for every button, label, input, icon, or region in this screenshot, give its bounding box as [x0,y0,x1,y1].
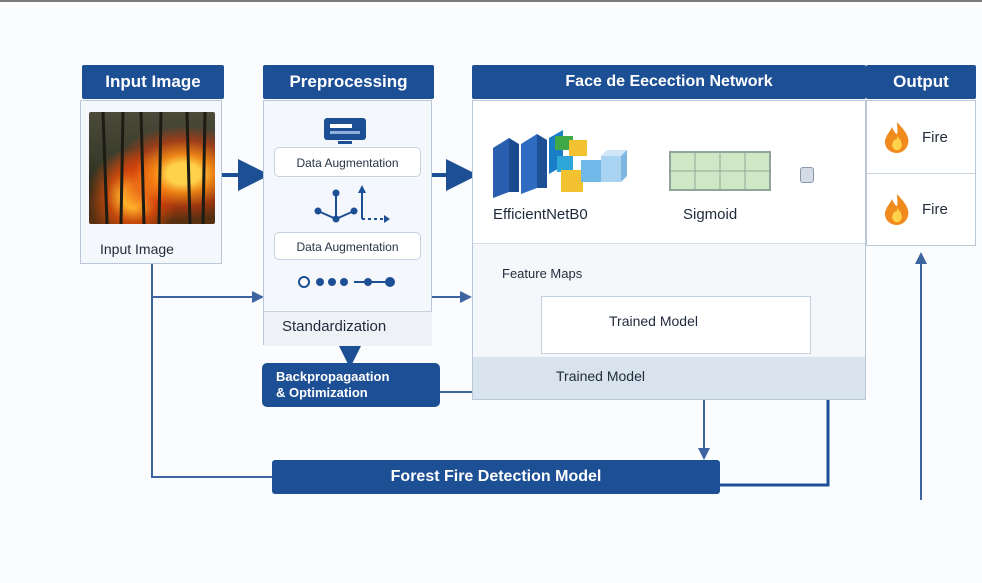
sigmoid-label: Sigmoid [683,206,738,223]
trained-model-band [473,357,865,399]
forest-fire-detection-model-label: Forest Fire Detection Model [390,468,602,485]
data-augmentation-step-1: Data Augmentation [274,147,421,177]
feature-maps-label: Feature Maps [502,266,583,281]
standardization-row [264,311,432,346]
monitor-icon [322,116,370,146]
sigmoid-block [669,151,771,191]
data-augmentation-label-1: Data Augmentation [296,156,399,170]
preprocessing-header: Preprocessing [263,65,434,99]
dots-chain-icon [296,274,400,290]
efficientnet-label: EfficientNetB0 [493,206,588,223]
fire-icon [882,192,912,226]
trained-model-label-2: Trained Model [556,368,645,384]
input-caption: Input Image [100,241,174,257]
output-result-2: Fire [922,201,948,218]
standardization-label: Standardization [282,318,387,335]
data-augmentation-step-2: Data Augmentation [274,232,421,260]
output-result-1: Fire [922,129,948,146]
trained-model-label-1: Trained Model [609,313,698,329]
connector-node [800,167,814,183]
input-header: Input Image [82,65,224,99]
trained-model-box [541,296,811,354]
preprocessing-panel [263,100,432,345]
network-header: Face de Eecection Network [472,65,866,99]
backpropagation-box: Backpropagaation & Optimization [262,363,440,407]
forest-fire-detection-model-bar: Forest Fire Detection Model [272,460,720,494]
output-header: Output [866,65,976,99]
data-augmentation-label-2: Data Augmentation [296,240,399,254]
forest-fire-image [89,112,215,224]
backpropagation-label: Backpropagaation & Optimization [276,369,390,400]
fire-icon [882,120,912,154]
efficientnet-blocks-icon [485,126,635,198]
output-row-1 [867,101,975,174]
network-graph-icon [308,183,392,225]
